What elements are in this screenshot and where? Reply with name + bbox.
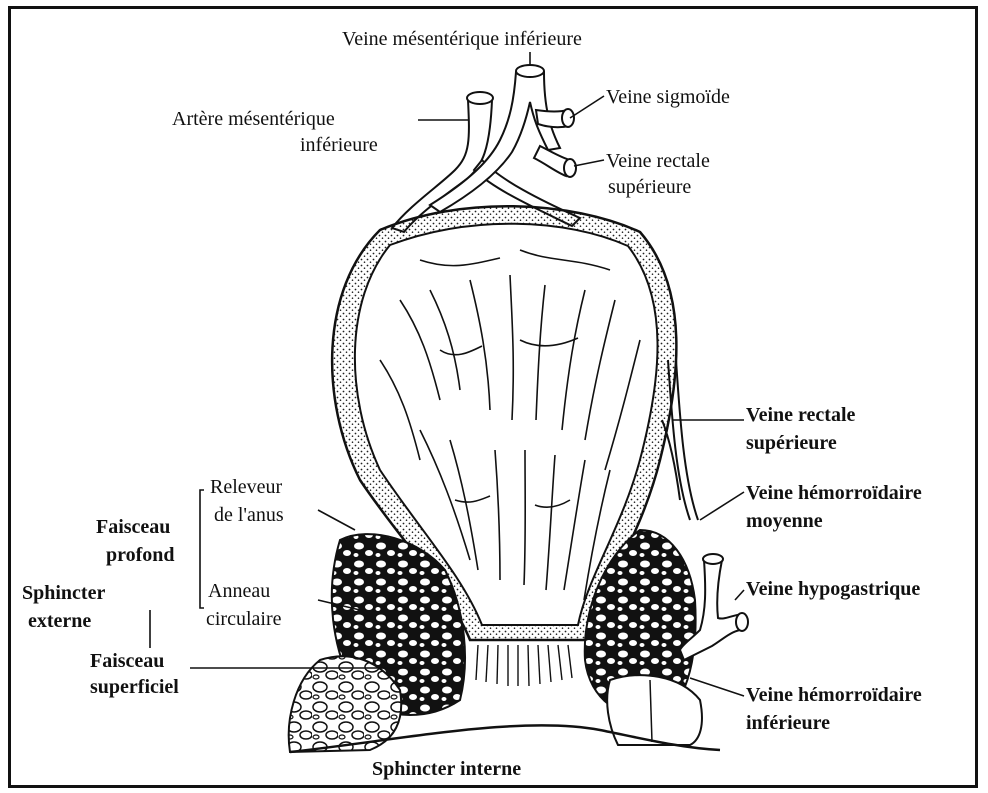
label-veine-rectale-superieure-right-line2: supérieure [746,432,837,455]
label-veine-sigmoide: Veine sigmoïde [606,86,730,109]
label-faisceau-superficiel-line2: superficiel [90,676,179,699]
label-sphincter-externe-line1: Sphincter [22,582,105,605]
label-veine-hemorroidaire-moyenne-line2: moyenne [746,510,823,533]
label-veine-hemorroidaire-inferieure-line2: inférieure [746,712,830,735]
label-releveur-anus-line2: de l'anus [214,504,284,527]
label-artere-mesenterique-line1: Artère mésentérique [172,108,335,131]
label-veine-mesenterique-inferieure: Veine mésentérique inférieure [342,28,582,51]
label-veine-rectale-superieure-top-line2: supérieure [608,176,691,199]
label-veine-hypogastrique: Veine hypogastrique [746,578,920,601]
label-faisceau-superficiel-line1: Faisceau [90,650,164,673]
label-anneau-circulaire-line1: Anneau [208,580,270,603]
label-sphincter-externe-line2: externe [28,610,91,633]
label-veine-hemorroidaire-moyenne-line1: Veine hémorroïdaire [746,482,922,505]
label-artere-mesenterique-line2: inférieure [300,134,378,157]
label-veine-hemorroidaire-inferieure-line1: Veine hémorroïdaire [746,684,922,707]
label-faisceau-profond-line1: Faisceau [96,516,170,539]
label-veine-rectale-superieure-top-line1: Veine rectale [606,150,710,173]
label-veine-rectale-superieure-right-line1: Veine rectale [746,404,855,427]
label-sphincter-interne: Sphincter interne [372,758,521,781]
label-anneau-circulaire-line2: circulaire [206,608,282,631]
label-releveur-anus-line1: Releveur [210,476,282,499]
label-faisceau-profond-line2: profond [106,544,175,567]
left-sphincter-mass [289,534,465,752]
